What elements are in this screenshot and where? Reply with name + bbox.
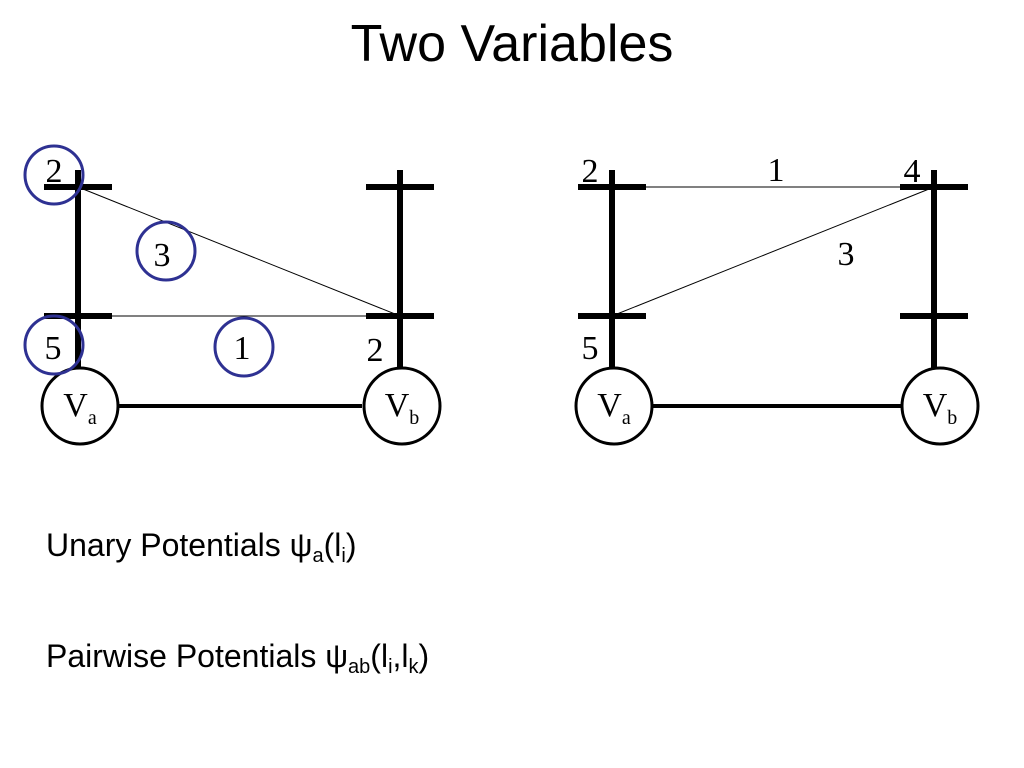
left-vb-unary-bottom: 2: [367, 332, 384, 369]
right-va-unary-top: 2: [582, 153, 599, 190]
right-edge-label-3: 3: [838, 236, 855, 273]
right-diagram: Va Vb 2 5 4 1 3: [574, 152, 980, 446]
left-va-unary-top: 2: [46, 153, 63, 190]
highlight-circle-edge-1: [213, 316, 275, 378]
right-va-unary-bottom: 5: [582, 330, 599, 367]
left-node-va: [40, 366, 120, 446]
left-node-va-label: Va: [63, 387, 97, 429]
right-edge-label-1: 1: [768, 152, 785, 189]
right-node-vb: [900, 366, 980, 446]
left-diagram: Va Vb 2 5 2 3 1: [23, 144, 442, 446]
left-edge-label-3: 3: [154, 237, 171, 274]
left-edge-top-a-to-bottom-b: [77, 186, 401, 317]
highlight-circle-va-bottom: [23, 314, 85, 376]
left-va-unary-bottom: 5: [45, 330, 62, 367]
right-edge-bottom-a-to-top-b: [611, 186, 935, 317]
right-node-vb-label: Vb: [923, 387, 958, 429]
highlight-circle-va-top: [23, 144, 85, 206]
highlight-circle-edge-3: [135, 220, 197, 282]
left-edge-label-1: 1: [234, 330, 251, 367]
left-node-vb-label: Vb: [385, 387, 420, 429]
right-node-va: [574, 366, 654, 446]
pairwise-potentials-caption: Pairwise Potentials ψab(li,lk): [46, 638, 430, 678]
right-node-va-label: Va: [597, 387, 631, 429]
unary-potentials-caption: Unary Potentials ψa(li): [46, 527, 357, 567]
right-vb-unary-top: 4: [904, 153, 921, 190]
slide-title: Two Variables: [350, 15, 674, 73]
left-node-vb: [362, 366, 442, 446]
